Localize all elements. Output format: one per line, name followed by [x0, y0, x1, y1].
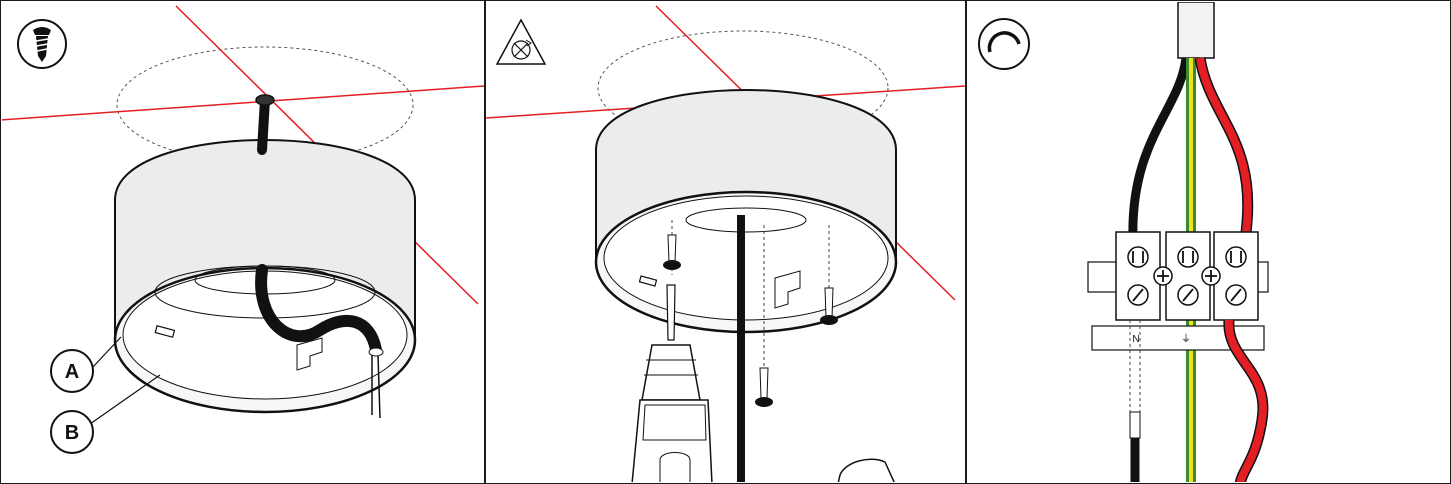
neutral-wire	[1128, 57, 1191, 241]
ceiling-marking-ellipse	[597, 30, 889, 146]
terminal-label-neutral: N	[1132, 334, 1139, 345]
screw-2	[820, 287, 838, 325]
terminal-label-earth: ⏚	[1181, 333, 1191, 345]
power-cable	[255, 94, 384, 419]
housing-can	[594, 89, 898, 334]
panel-2	[486, 5, 965, 482]
callout-a-label: A	[65, 361, 79, 383]
drill-icon	[631, 284, 895, 482]
terminal-block: N ⏚ L	[1087, 231, 1269, 351]
panel-3: N ⏚ L	[978, 2, 1269, 482]
callout-a: A	[50, 336, 122, 393]
screw-3	[755, 367, 773, 407]
neutral-wire-lower	[1129, 320, 1141, 482]
partial-circle-icon	[978, 18, 1030, 70]
panel-1: A B	[2, 5, 484, 454]
screw-icon	[17, 19, 67, 69]
callout-b: B	[50, 374, 161, 454]
no-rotate-icon	[495, 18, 547, 65]
callout-b-label: B	[65, 422, 79, 444]
screw-1	[663, 234, 681, 270]
cable-sheath	[1177, 2, 1215, 59]
